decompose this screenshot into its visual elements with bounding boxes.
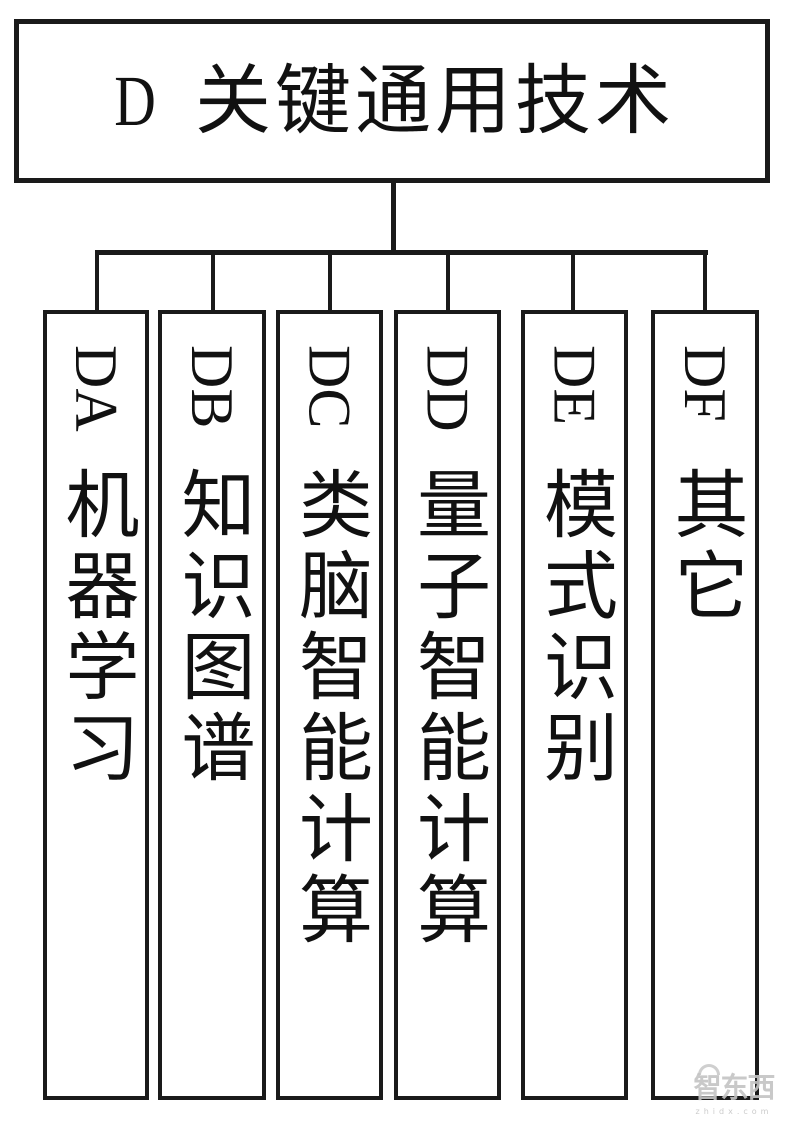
child-node-de: DE 模式识别: [521, 310, 628, 1100]
child-node-label: 知识图谱: [169, 466, 255, 790]
child-node-label: 其它: [662, 466, 748, 628]
child-node-code: DE: [541, 345, 608, 425]
connector-bus: [95, 250, 708, 255]
root-node-label: 关键通用技术: [195, 56, 675, 145]
child-node-label: 机器学习: [53, 466, 139, 790]
connector-drop-de: [571, 251, 575, 313]
connector-trunk: [391, 183, 396, 255]
watermark: 智东西 zhidx.com: [684, 1062, 784, 1126]
connector-drop-dc: [328, 251, 332, 313]
child-node-code: DC: [296, 345, 363, 429]
child-node-code: DF: [672, 345, 738, 422]
connector-drop-dd: [446, 251, 450, 313]
watermark-url: zhidx.com: [695, 1107, 773, 1116]
child-node-label: 模式识别: [531, 466, 618, 790]
connector-drop-da: [95, 251, 99, 313]
connector-drop-db: [211, 251, 215, 313]
wifi-arc-icon: [698, 1064, 720, 1075]
child-node-label: 类脑智能计算: [286, 466, 373, 952]
child-node-code: DA: [63, 345, 129, 432]
root-node: D 关键通用技术: [14, 19, 770, 183]
child-node-da: DA 机器学习: [43, 310, 149, 1100]
root-node-code: D: [114, 61, 156, 141]
child-node-dd: DD 量子智能计算: [394, 310, 501, 1100]
watermark-brand: 智东西: [693, 1071, 775, 1104]
child-node-label: 量子智能计算: [404, 466, 491, 952]
child-node-db: DB 知识图谱: [158, 310, 266, 1100]
child-node-df: DF 其它: [651, 310, 759, 1100]
child-node-dc: DC 类脑智能计算: [276, 310, 383, 1100]
child-node-code: DB: [179, 345, 245, 429]
child-node-code: DD: [414, 345, 481, 432]
connector-drop-df: [703, 251, 707, 313]
